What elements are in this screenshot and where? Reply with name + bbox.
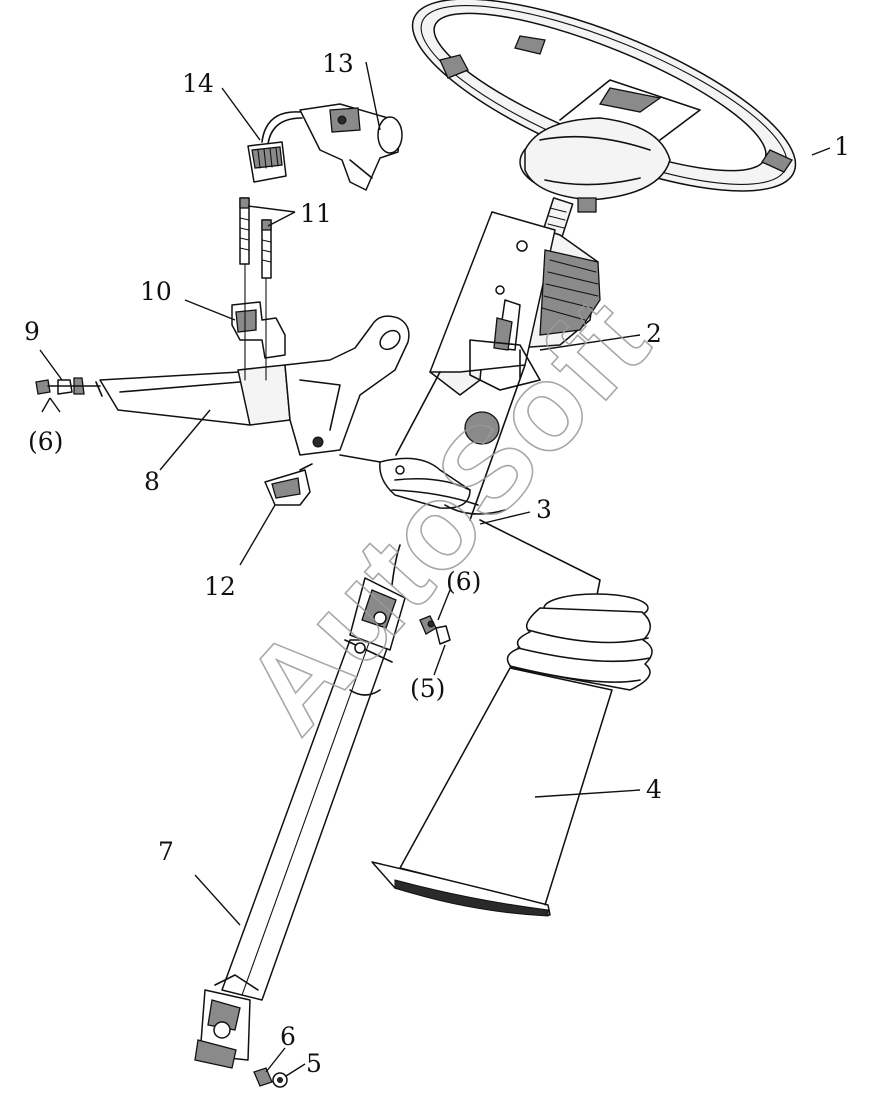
callout-13: 13 xyxy=(322,49,354,78)
callout-5-upper: (5) xyxy=(410,674,445,703)
clamp-block xyxy=(231,301,286,359)
callout-1: 1 xyxy=(834,132,850,161)
callout-6-left: (6) xyxy=(28,427,63,456)
callout-11: 11 xyxy=(300,199,332,228)
callout-10: 10 xyxy=(140,277,172,306)
upper-universal-joint xyxy=(344,577,406,663)
ignition-lock-switch xyxy=(299,103,403,191)
callout-7: 7 xyxy=(158,837,174,866)
rubber-boot xyxy=(371,593,653,917)
leader-lines xyxy=(39,61,831,1077)
wiring-connector xyxy=(247,111,303,183)
callout-8: 8 xyxy=(144,467,160,496)
callout-6-upper: (6) xyxy=(446,567,481,596)
upper-bolt-nut xyxy=(419,615,451,645)
lower-bolt-nut xyxy=(253,1067,288,1088)
lower-universal-joint xyxy=(194,974,259,1069)
callout-14: 14 xyxy=(182,69,214,98)
clip xyxy=(264,463,313,506)
callout-6-lower: 6 xyxy=(280,1022,296,1051)
callout-12: 12 xyxy=(204,572,236,601)
callout-3: 3 xyxy=(536,495,552,524)
callout-5-lower: 5 xyxy=(306,1049,322,1078)
mounting-bracket xyxy=(95,315,410,463)
callout-2: 2 xyxy=(646,319,662,348)
callout-4: 4 xyxy=(646,775,662,804)
small-bolt xyxy=(35,377,101,395)
screws xyxy=(239,197,272,381)
callout-9: 9 xyxy=(24,317,40,346)
callout-labels: 1 2 3 4 (5) 5 (6) (6) 6 7 8 9 10 11 12 1… xyxy=(24,49,850,1078)
combination-switch-housing xyxy=(429,211,601,445)
steering-wheel xyxy=(411,0,797,213)
